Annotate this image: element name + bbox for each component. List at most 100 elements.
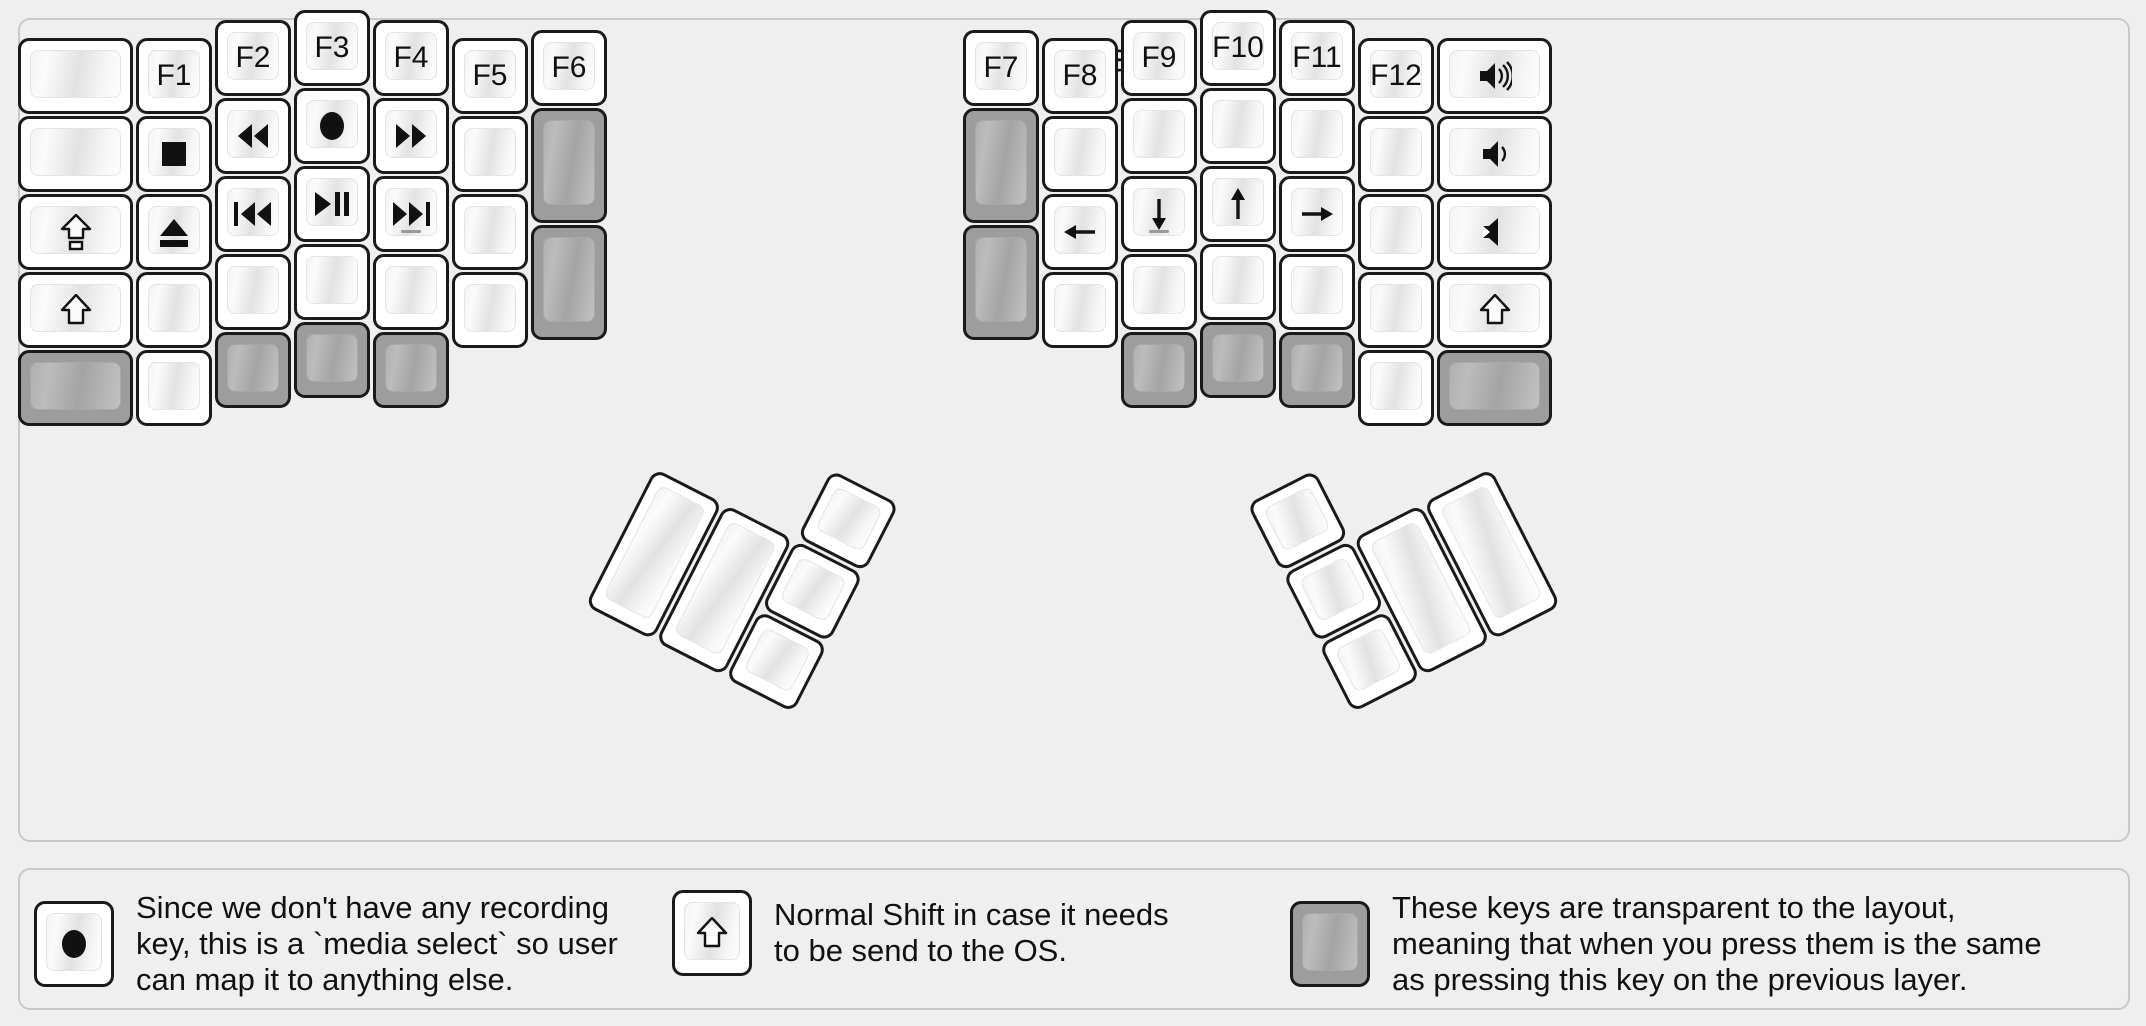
- key-right-col-pinky-outer-0[interactable]: [1437, 38, 1552, 114]
- keycap-face: [1133, 266, 1185, 314]
- key-left-col-ring-2[interactable]: [215, 176, 291, 252]
- key-right-col-ring-3[interactable]: [1279, 254, 1355, 330]
- key-legend: F5: [472, 59, 508, 92]
- key-left-col-middle-2[interactable]: [294, 166, 370, 242]
- key-right-col-pinky-outer-4[interactable]: [1437, 350, 1552, 426]
- legend-description-0: Since we don't have any recording key, t…: [136, 890, 618, 997]
- key-right-col-pinky-4[interactable]: [1358, 350, 1434, 426]
- keycap-face: [385, 344, 437, 392]
- key-right-col-pinky-outer-3[interactable]: [1437, 272, 1552, 348]
- keycap-face: [1212, 100, 1264, 148]
- key-right-col-inner-extra-2[interactable]: [963, 225, 1039, 340]
- key-right-col-middle-2[interactable]: [1200, 166, 1276, 242]
- keycap-face: [1133, 110, 1185, 158]
- key-left-col-ring-3[interactable]: [215, 254, 291, 330]
- key-legend: [21, 119, 130, 189]
- key-legend: [534, 111, 604, 220]
- key-right-col-ring-0[interactable]: F11: [1279, 20, 1355, 96]
- key-left-col-middle-4[interactable]: [294, 322, 370, 398]
- key-legend: [1282, 335, 1352, 405]
- key-right-col-pinky-2[interactable]: [1358, 194, 1434, 270]
- key-left-col-pinky-3[interactable]: [136, 272, 212, 348]
- key-left-col-index-4[interactable]: [373, 332, 449, 408]
- key-left-col-pinky-4[interactable]: [136, 350, 212, 426]
- key-left-col-index-inner-1[interactable]: [452, 116, 528, 192]
- key-left-col-ring-4[interactable]: [215, 332, 291, 408]
- key-legend: [297, 91, 367, 161]
- key-right-col-index-inner-0[interactable]: F8: [1042, 38, 1118, 114]
- key-right-col-index-4[interactable]: [1121, 332, 1197, 408]
- keycap-face: [1054, 206, 1106, 254]
- key-left-col-index-inner-0[interactable]: F5: [452, 38, 528, 114]
- keycap-face: [543, 237, 595, 322]
- legend-panel: [18, 868, 2130, 1010]
- key-left-col-pinky-outer-3[interactable]: [18, 272, 133, 348]
- key-legend: [455, 119, 525, 189]
- key-left-col-inner-extra-0[interactable]: F6: [531, 30, 607, 106]
- key-left-col-index-2[interactable]: [373, 176, 449, 252]
- key-right-col-middle-0[interactable]: F10: [1200, 10, 1276, 86]
- keycap-face: [1212, 256, 1264, 304]
- key-right-col-pinky-outer-1[interactable]: [1437, 116, 1552, 192]
- key-left-col-middle-1[interactable]: [294, 88, 370, 164]
- key-left-col-pinky-0[interactable]: F1: [136, 38, 212, 114]
- key-right-col-inner-extra-1[interactable]: [963, 108, 1039, 223]
- keycap-face: [1291, 110, 1343, 158]
- keycap-face: [306, 22, 358, 70]
- key-right-col-pinky-3[interactable]: [1358, 272, 1434, 348]
- key-left-col-pinky-outer-2[interactable]: [18, 194, 133, 270]
- legend-item-1: Normal Shift in case it needs to be send…: [672, 890, 1169, 976]
- key-right-col-index-1[interactable]: [1121, 98, 1197, 174]
- key-left-col-inner-extra-2[interactable]: [531, 225, 607, 340]
- key-legend: [376, 335, 446, 405]
- key-right-col-index-2[interactable]: [1121, 176, 1197, 252]
- key-legend: [376, 101, 446, 171]
- key-legend: F4: [393, 41, 429, 74]
- key-left-col-ring-0[interactable]: F2: [215, 20, 291, 96]
- keycap-face: [1212, 22, 1264, 70]
- key-left-col-pinky-2[interactable]: [136, 194, 212, 270]
- key-legend: [966, 111, 1036, 220]
- key-left-col-middle-3[interactable]: [294, 244, 370, 320]
- key-right-col-inner-extra-0[interactable]: F7: [963, 30, 1039, 106]
- key-right-col-pinky-1[interactable]: [1358, 116, 1434, 192]
- key-left-col-pinky-outer-1[interactable]: [18, 116, 133, 192]
- key-right-col-ring-2[interactable]: [1279, 176, 1355, 252]
- key-legend: [1203, 169, 1273, 239]
- key-legend: [1124, 257, 1194, 327]
- key-left-col-index-3[interactable]: [373, 254, 449, 330]
- key-right-col-middle-3[interactable]: [1200, 244, 1276, 320]
- key-left-col-pinky-outer-0[interactable]: [18, 38, 133, 114]
- keycap-face: [227, 344, 279, 392]
- key-left-col-pinky-1[interactable]: [136, 116, 212, 192]
- keycap-face: [1370, 284, 1422, 332]
- key-right-col-middle-4[interactable]: [1200, 322, 1276, 398]
- key-right-col-pinky-0[interactable]: F12: [1358, 38, 1434, 114]
- key-right-col-index-inner-1[interactable]: [1042, 116, 1118, 192]
- key-right-col-index-0[interactable]: F9: [1121, 20, 1197, 96]
- key-right-col-index-3[interactable]: [1121, 254, 1197, 330]
- key-legend: [297, 169, 367, 239]
- key-left-col-index-inner-3[interactable]: [452, 272, 528, 348]
- key-right-col-ring-1[interactable]: [1279, 98, 1355, 174]
- key-left-col-index-inner-2[interactable]: [452, 194, 528, 270]
- key-right-col-middle-1[interactable]: [1200, 88, 1276, 164]
- key-left-col-pinky-outer-4[interactable]: [18, 350, 133, 426]
- key-right-col-index-inner-2[interactable]: [1042, 194, 1118, 270]
- key-left-col-ring-1[interactable]: [215, 98, 291, 174]
- key-legend: [218, 101, 288, 171]
- key-right-col-pinky-outer-2[interactable]: [1437, 194, 1552, 270]
- key-left-col-index-0[interactable]: F4: [373, 20, 449, 96]
- key-legend: [297, 247, 367, 317]
- key-legend: [675, 893, 749, 973]
- key-left-col-middle-0[interactable]: F3: [294, 10, 370, 86]
- key-left-col-inner-extra-1[interactable]: [531, 108, 607, 223]
- keycap-face: [306, 178, 358, 226]
- key-right-col-index-inner-3[interactable]: [1042, 272, 1118, 348]
- keycap-face: [1370, 128, 1422, 176]
- key-left-col-index-1[interactable]: [373, 98, 449, 174]
- keycap-face: [30, 50, 121, 98]
- key-right-col-ring-4[interactable]: [1279, 332, 1355, 408]
- key-legend: F12: [1370, 59, 1422, 92]
